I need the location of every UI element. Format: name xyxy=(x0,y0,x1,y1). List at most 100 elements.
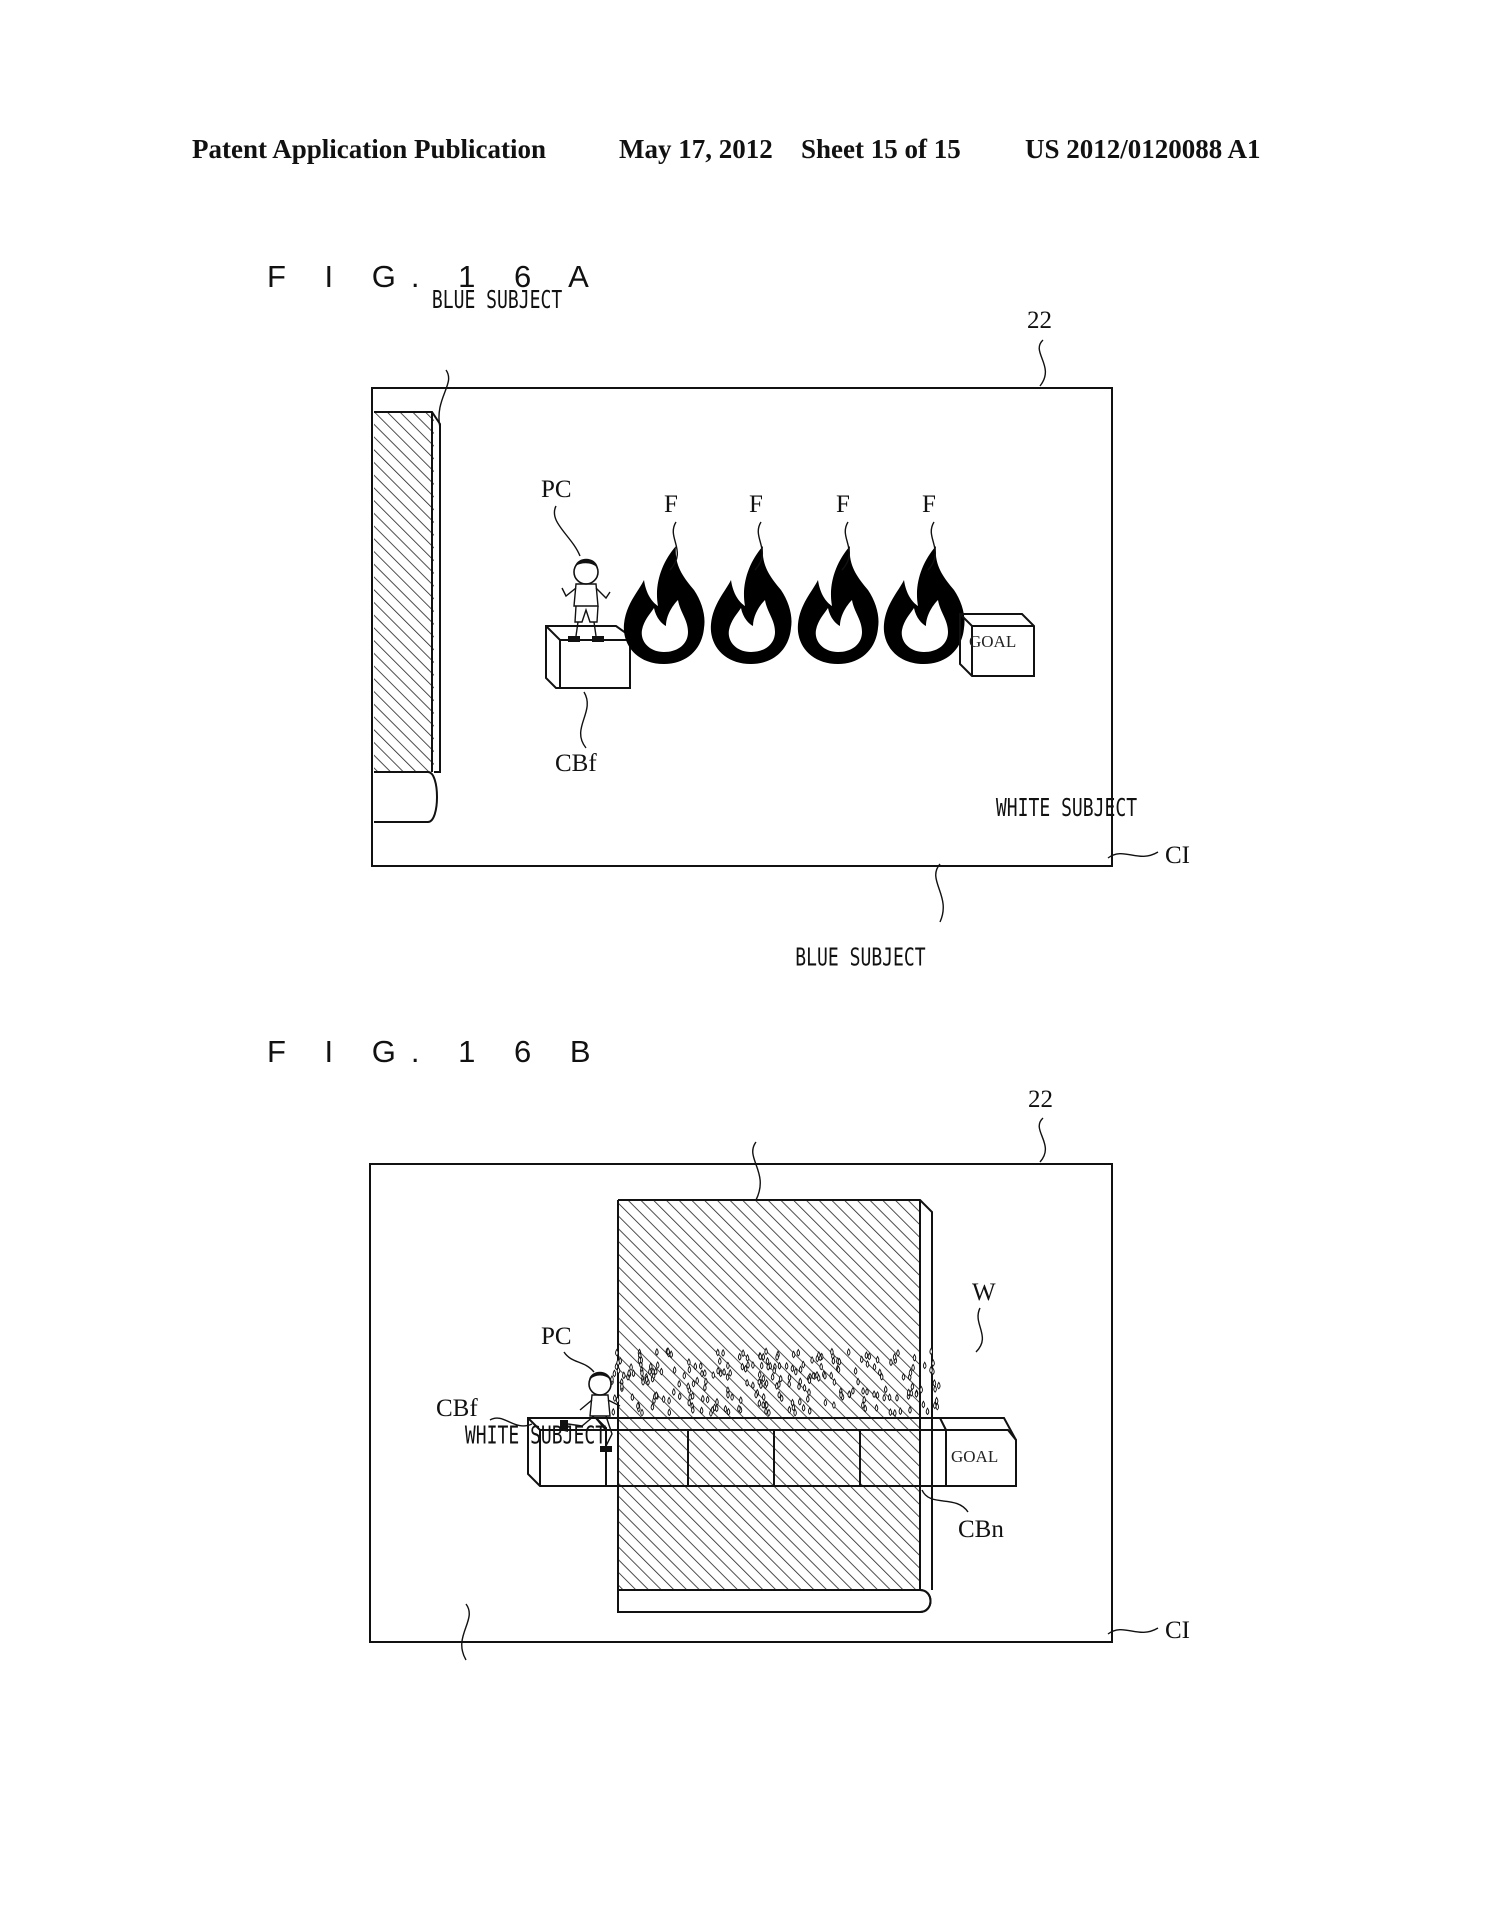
water-drop xyxy=(901,1372,906,1381)
water-drop xyxy=(650,1402,655,1411)
fig16b-water-effect xyxy=(610,1347,941,1417)
fig16a-screen-ref: 22 xyxy=(1027,307,1052,334)
fig16a-fire-3 xyxy=(797,546,879,664)
water-drop xyxy=(690,1391,695,1400)
water-drop xyxy=(806,1394,810,1403)
water-drop xyxy=(797,1382,801,1391)
figure-16b: F I G. 1 6 B 22 BLUE SUBJECT W xyxy=(267,944,1190,1661)
water-drop xyxy=(687,1365,692,1374)
water-drop xyxy=(879,1372,884,1381)
fig16a-block-ref-leader xyxy=(579,691,588,749)
water-drop xyxy=(933,1401,937,1410)
water-drop xyxy=(722,1367,726,1376)
water-drop xyxy=(764,1400,769,1409)
water-drop xyxy=(651,1367,655,1376)
fig16a-fire-leader-3 xyxy=(841,521,851,571)
water-drop xyxy=(754,1390,758,1399)
fig16a-fire-ref-4: F xyxy=(922,491,936,518)
water-drop xyxy=(630,1393,635,1402)
water-drop xyxy=(700,1369,704,1378)
water-drop xyxy=(766,1362,770,1371)
water-drop xyxy=(807,1388,811,1397)
water-drop xyxy=(648,1367,652,1376)
water-drop xyxy=(757,1370,762,1379)
water-drop xyxy=(631,1369,636,1378)
water-drop xyxy=(937,1381,941,1390)
water-drop xyxy=(777,1380,781,1389)
water-drop xyxy=(613,1394,617,1402)
water-drop xyxy=(908,1368,913,1377)
fig16a-player-ref-leader xyxy=(553,505,581,557)
water-drop xyxy=(777,1361,782,1370)
header-date: May 17, 2012 xyxy=(619,134,773,164)
water-drop xyxy=(793,1408,797,1417)
water-drop xyxy=(745,1353,750,1362)
fig16b-screen-ref-leader xyxy=(1038,1117,1047,1163)
water-drop xyxy=(791,1403,796,1412)
water-drop xyxy=(859,1355,864,1364)
fig16b-title: F I G. 1 6 B xyxy=(267,1034,606,1069)
water-drop xyxy=(887,1393,892,1402)
water-drop xyxy=(906,1388,911,1397)
water-drop xyxy=(703,1369,707,1377)
fig16b-white-subject-leader xyxy=(461,1603,470,1661)
water-drop xyxy=(911,1363,915,1372)
fig16a-fire-2 xyxy=(710,546,792,664)
fig16a-screen-ref-leader xyxy=(1038,339,1047,387)
water-drop xyxy=(935,1402,940,1411)
water-drop xyxy=(775,1352,779,1361)
fig16a-player-character xyxy=(561,558,611,642)
water-drop xyxy=(761,1352,766,1361)
fig16a-start-block xyxy=(545,625,631,689)
fig16a-fire-leader-4 xyxy=(927,521,937,571)
water-drop xyxy=(751,1361,755,1369)
water-drop xyxy=(883,1385,888,1394)
water-drop xyxy=(931,1358,935,1367)
water-drop xyxy=(687,1358,691,1366)
water-drop xyxy=(872,1362,877,1371)
water-drop xyxy=(863,1404,868,1413)
fig16a-block-ref: CBf xyxy=(555,750,597,777)
water-drop xyxy=(715,1397,719,1406)
water-drop xyxy=(787,1379,791,1388)
water-drop xyxy=(721,1348,725,1357)
fig16b-screen-ref: 22 xyxy=(1028,1086,1053,1113)
water-drop xyxy=(629,1363,633,1371)
water-drop xyxy=(856,1377,860,1386)
water-drop xyxy=(761,1392,766,1401)
fig16b-goal-label: GOAL xyxy=(951,1447,998,1466)
water-drop xyxy=(661,1395,666,1403)
water-drop xyxy=(832,1378,837,1386)
water-drop xyxy=(672,1387,676,1396)
water-drop xyxy=(653,1367,658,1376)
water-drop xyxy=(764,1347,768,1356)
water-drop xyxy=(737,1352,742,1361)
water-drop xyxy=(878,1368,882,1377)
fig16a-captured-image-frame xyxy=(371,387,1113,867)
fig16a-blue-subject-object xyxy=(374,411,441,823)
water-drop xyxy=(741,1349,745,1358)
water-drop xyxy=(627,1368,631,1377)
water-drop xyxy=(875,1391,880,1399)
water-drop xyxy=(687,1398,691,1407)
water-drop xyxy=(695,1376,699,1385)
water-drop xyxy=(846,1348,851,1356)
water-drop xyxy=(914,1389,919,1398)
fig16a-goal-label: GOAL xyxy=(969,632,1016,651)
water-drop xyxy=(912,1353,917,1362)
water-drop xyxy=(655,1361,660,1369)
header-sheet: Sheet 15 of 15 xyxy=(801,134,961,164)
water-drop xyxy=(764,1379,769,1388)
water-drop xyxy=(832,1401,836,1409)
fig16a-blue-subject-leader xyxy=(438,369,450,429)
water-drop xyxy=(698,1361,703,1370)
water-drop xyxy=(888,1408,893,1417)
water-drop xyxy=(716,1366,720,1375)
water-drop xyxy=(829,1371,833,1380)
water-drop xyxy=(616,1366,621,1375)
fig16a-image-ref-leader xyxy=(1107,851,1159,859)
water-drop xyxy=(636,1401,640,1410)
water-drop xyxy=(784,1361,789,1370)
water-drop xyxy=(686,1382,690,1391)
